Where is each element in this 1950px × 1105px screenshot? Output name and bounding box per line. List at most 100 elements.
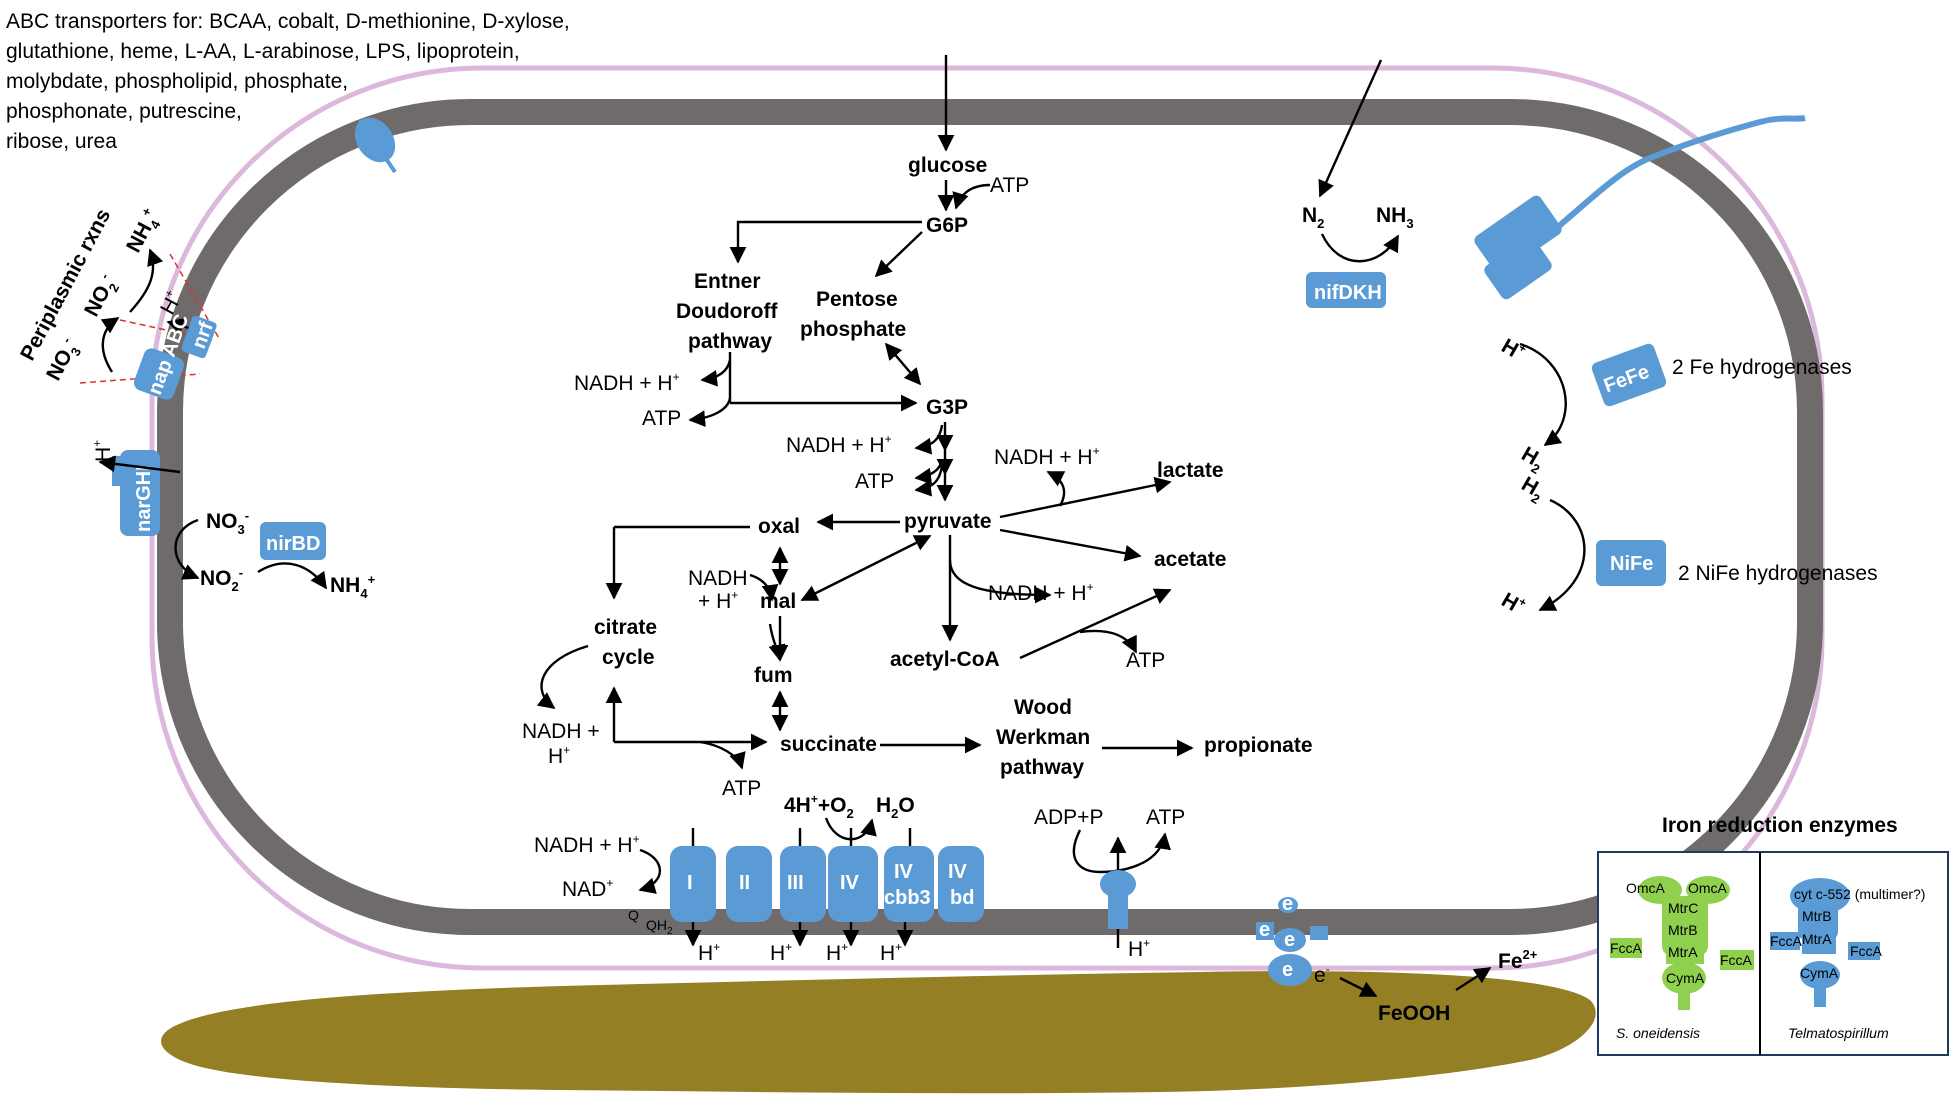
fefe-h2: H2 [1516,442,1549,477]
complex-iv-bd-label-a: IV [948,861,968,883]
nadh-6a: NADH + [522,720,600,743]
succinate-label: succinate [780,733,877,756]
complex-ii-label: II [739,872,750,894]
nife-description: 2 NiFe hydrogenases [1678,562,1878,585]
atp-synthase [1100,870,1136,898]
periplasmic-reactions: Periplasmic rxns NO3- NO2- NH4+ H+ nrf n… [16,204,221,536]
s-omca-1: OmcA [1626,880,1666,896]
abc-line-2: glutathione, heme, L-AA, L-arabinose, LP… [6,40,520,63]
etc-h-3: H+ [826,940,848,965]
cyto-nh4: NH4+ [330,572,376,601]
abc-line-5: ribose, urea [6,130,117,153]
nife-h: H+ [1498,587,1530,620]
complex-iv-bd-label-b: bd [950,887,974,909]
atpase-adp: ADP+P [1034,806,1103,829]
propionate-label: propionate [1204,734,1313,757]
nadh-4a: NADH [688,567,748,590]
complex-iv-bd [938,846,984,922]
s-omca-2: OmcA [1688,880,1728,896]
etc-nadh: NADH + H+ [534,832,640,857]
iron-reduction: e e e e e- FeOOH Fe2+ [1256,893,1538,1025]
nifdkh-label: nifDKH [1314,282,1382,304]
acetate-label: acetate [1154,548,1226,571]
complex-i [670,846,716,922]
lactate-label: lactate [1157,459,1224,482]
abc-line-4: phosphonate, putrescine, [6,100,242,123]
atpase-h: H+ [1128,936,1150,961]
iron-box-title: Iron reduction enzymes [1662,814,1898,837]
n2-label: N2 [1302,204,1324,231]
inner-membrane [157,99,1823,935]
feooh-label: FeOOH [1378,1002,1450,1025]
etc-q: Q [628,907,639,923]
s-oneidensis-label: S. oneidensis [1616,1025,1700,1041]
electron-out: e- [1314,962,1330,987]
complex-iv [828,846,878,922]
atpase-atp: ATP [1146,806,1185,829]
complex-iv-label: IV [840,872,860,894]
etc-o2-reaction: 4H++O2 [784,792,854,821]
entner-3: pathway [688,330,772,353]
nadh-5: NADH + H+ [988,580,1094,605]
nife-label: NiFe [1610,553,1653,575]
narghi-hplus: H+ [90,440,115,462]
narghi-complex [120,450,160,536]
atp-1: ATP [990,174,1029,197]
etc-h-2: H+ [770,940,792,965]
nirbd-reaction: NO3- NO2- NH4+ nirBD [174,508,376,601]
abc-transporter-icon [354,117,397,174]
mineral-blob [161,971,1596,1094]
nadh-2: NADH + H+ [786,432,892,457]
electron-2: e [1259,919,1270,941]
t-fcca-2: FccA [1850,943,1883,959]
telmatospirillum-label: Telmatospirillum [1788,1025,1889,1041]
narghi-label: narGHI [133,465,155,532]
fefe-description: 2 Fe hydrogenases [1672,356,1852,379]
complex-iv-cbb3 [884,846,934,922]
abc-line-1: ABC transporters for: BCAA, cobalt, D-me… [6,10,570,33]
central-metabolism: glucose ATP G6P Entner Doudoroff pathway… [522,55,1313,800]
t-mtrb: MtrB [1802,908,1832,924]
cyto-no3: NO3- [206,508,249,537]
iron-enzymes-box: Iron reduction enzymes OmcA OmcA MtrC Mt… [1597,814,1949,1056]
atp-5: ATP [722,777,761,800]
fum-label: fum [754,664,793,687]
s-mtrb: MtrB [1668,922,1698,938]
mal-label: mal [760,590,796,613]
oxal-label: oxal [758,515,800,538]
g3p-label: G3P [926,396,968,419]
s-mtra: MtrA [1668,944,1698,960]
wood-3: pathway [1000,756,1084,779]
etc-h2o: H2O [876,794,915,821]
pyruvate-label: pyruvate [904,510,992,533]
nadh-6b: H+ [548,743,570,768]
nadh-3: NADH + H+ [994,444,1100,469]
s-cyma: CymA [1666,970,1705,986]
glucose-label: glucose [908,154,987,177]
wood-1: Wood [1014,696,1072,719]
atp-3: ATP [855,470,894,493]
fe2-label: Fe2+ [1498,947,1538,973]
acetylcoa-label: acetyl-CoA [890,648,1000,671]
nife-h2: H2 [1516,472,1549,507]
complex-iii [780,846,826,922]
flagellum-icon [1474,115,1806,300]
electron-1: e [1282,893,1293,915]
entner-1: Entner [694,270,761,293]
complex-iv-cbb3-label-a: IV [894,861,914,883]
cyto-no2: NO2- [200,565,243,594]
atp-4: ATP [1126,649,1165,672]
t-fcca-1: FccA [1770,933,1803,949]
s-fcca-2: FccA [1720,952,1753,968]
abc-line-3: molybdate, phospholipid, phosphate, [6,70,348,93]
nh3-label: NH3 [1376,204,1414,231]
t-cytc: cyt c-552 (multimer?) [1794,886,1925,902]
s-fcca-1: FccA [1610,940,1643,956]
citrate-2: cycle [602,646,655,669]
complex-iii-label: III [787,872,804,894]
wood-2: Werkman [996,726,1090,749]
atp-2: ATP [642,407,681,430]
nadh-1: NADH + H+ [574,370,680,395]
